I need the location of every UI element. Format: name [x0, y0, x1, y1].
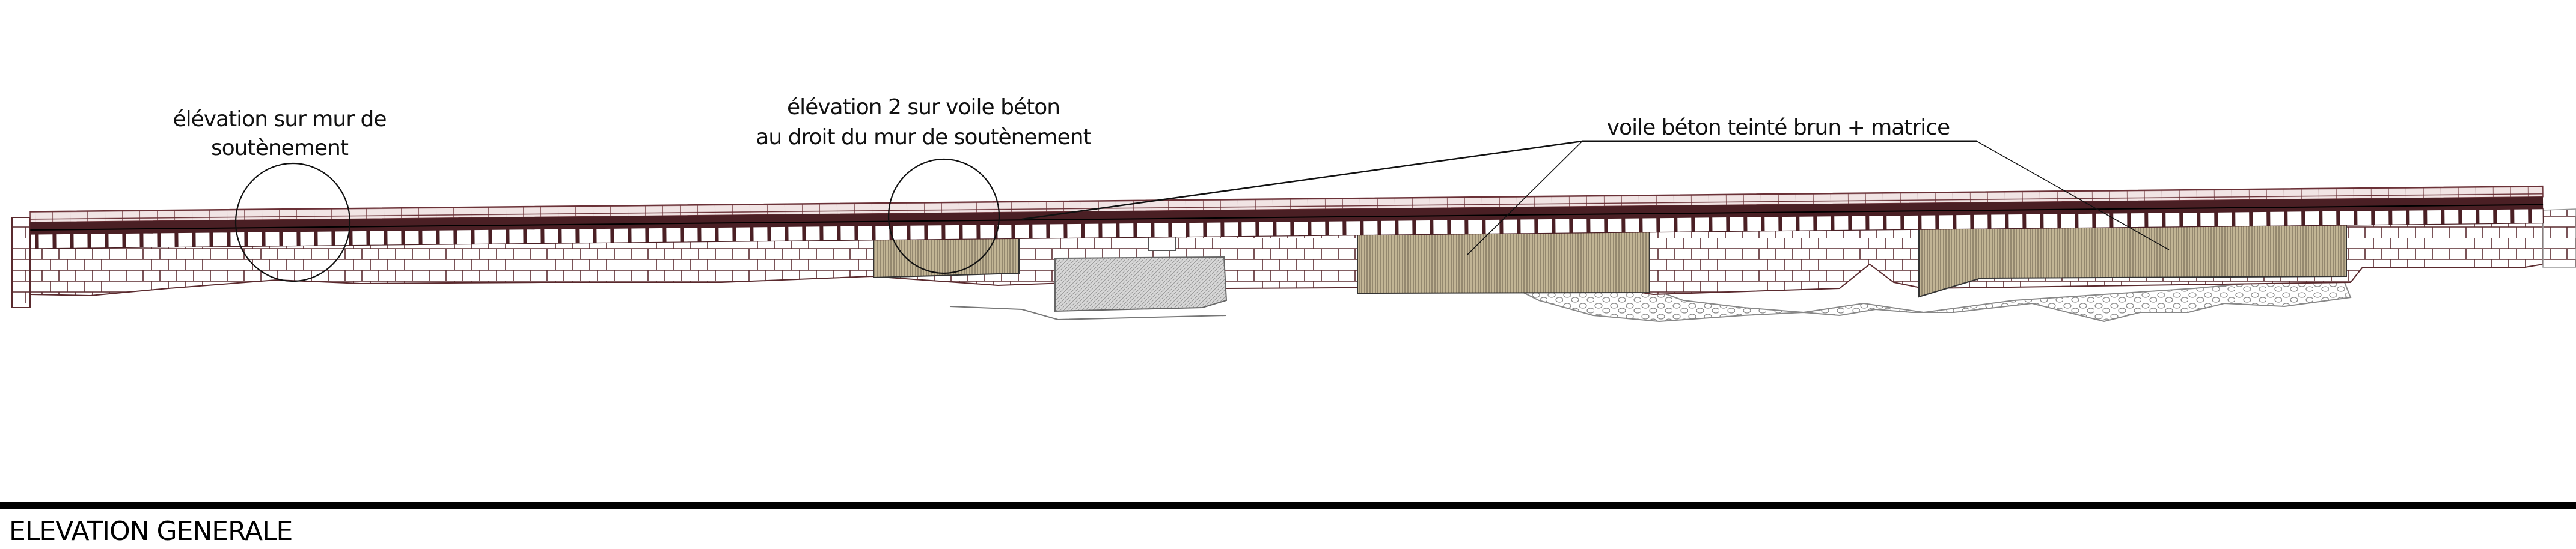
- label-concrete-elevation-line2: au droit du mur de soutènement: [756, 125, 1091, 150]
- detail-circle-2[interactable]: [887, 158, 1000, 274]
- existing-structure-block: [1054, 256, 1228, 312]
- coping-and-railing: [29, 185, 2544, 249]
- gravel-fill-area: [1501, 272, 2352, 323]
- title-bar: [0, 502, 2576, 509]
- label-wall-elevation-line2: soutènement: [211, 136, 349, 160]
- left-end-pier: [11, 217, 31, 308]
- drawing-title: ELEVATION GENERALE: [9, 516, 292, 547]
- label-concrete-elevation-line1: élévation 2 sur voile béton: [787, 95, 1060, 120]
- right-end-pier: [2542, 208, 2576, 268]
- label-wall-elevation-line1: élévation sur mur de: [173, 107, 386, 132]
- dark-coping-band: [30, 196, 2544, 234]
- label-material-note: voile béton teinté brun + matrice: [1607, 115, 1950, 140]
- bracket-row: [29, 208, 2544, 249]
- ground-line: [949, 306, 1227, 321]
- detail-circle-1[interactable]: [234, 162, 351, 282]
- leader-lines: [1021, 140, 2170, 256]
